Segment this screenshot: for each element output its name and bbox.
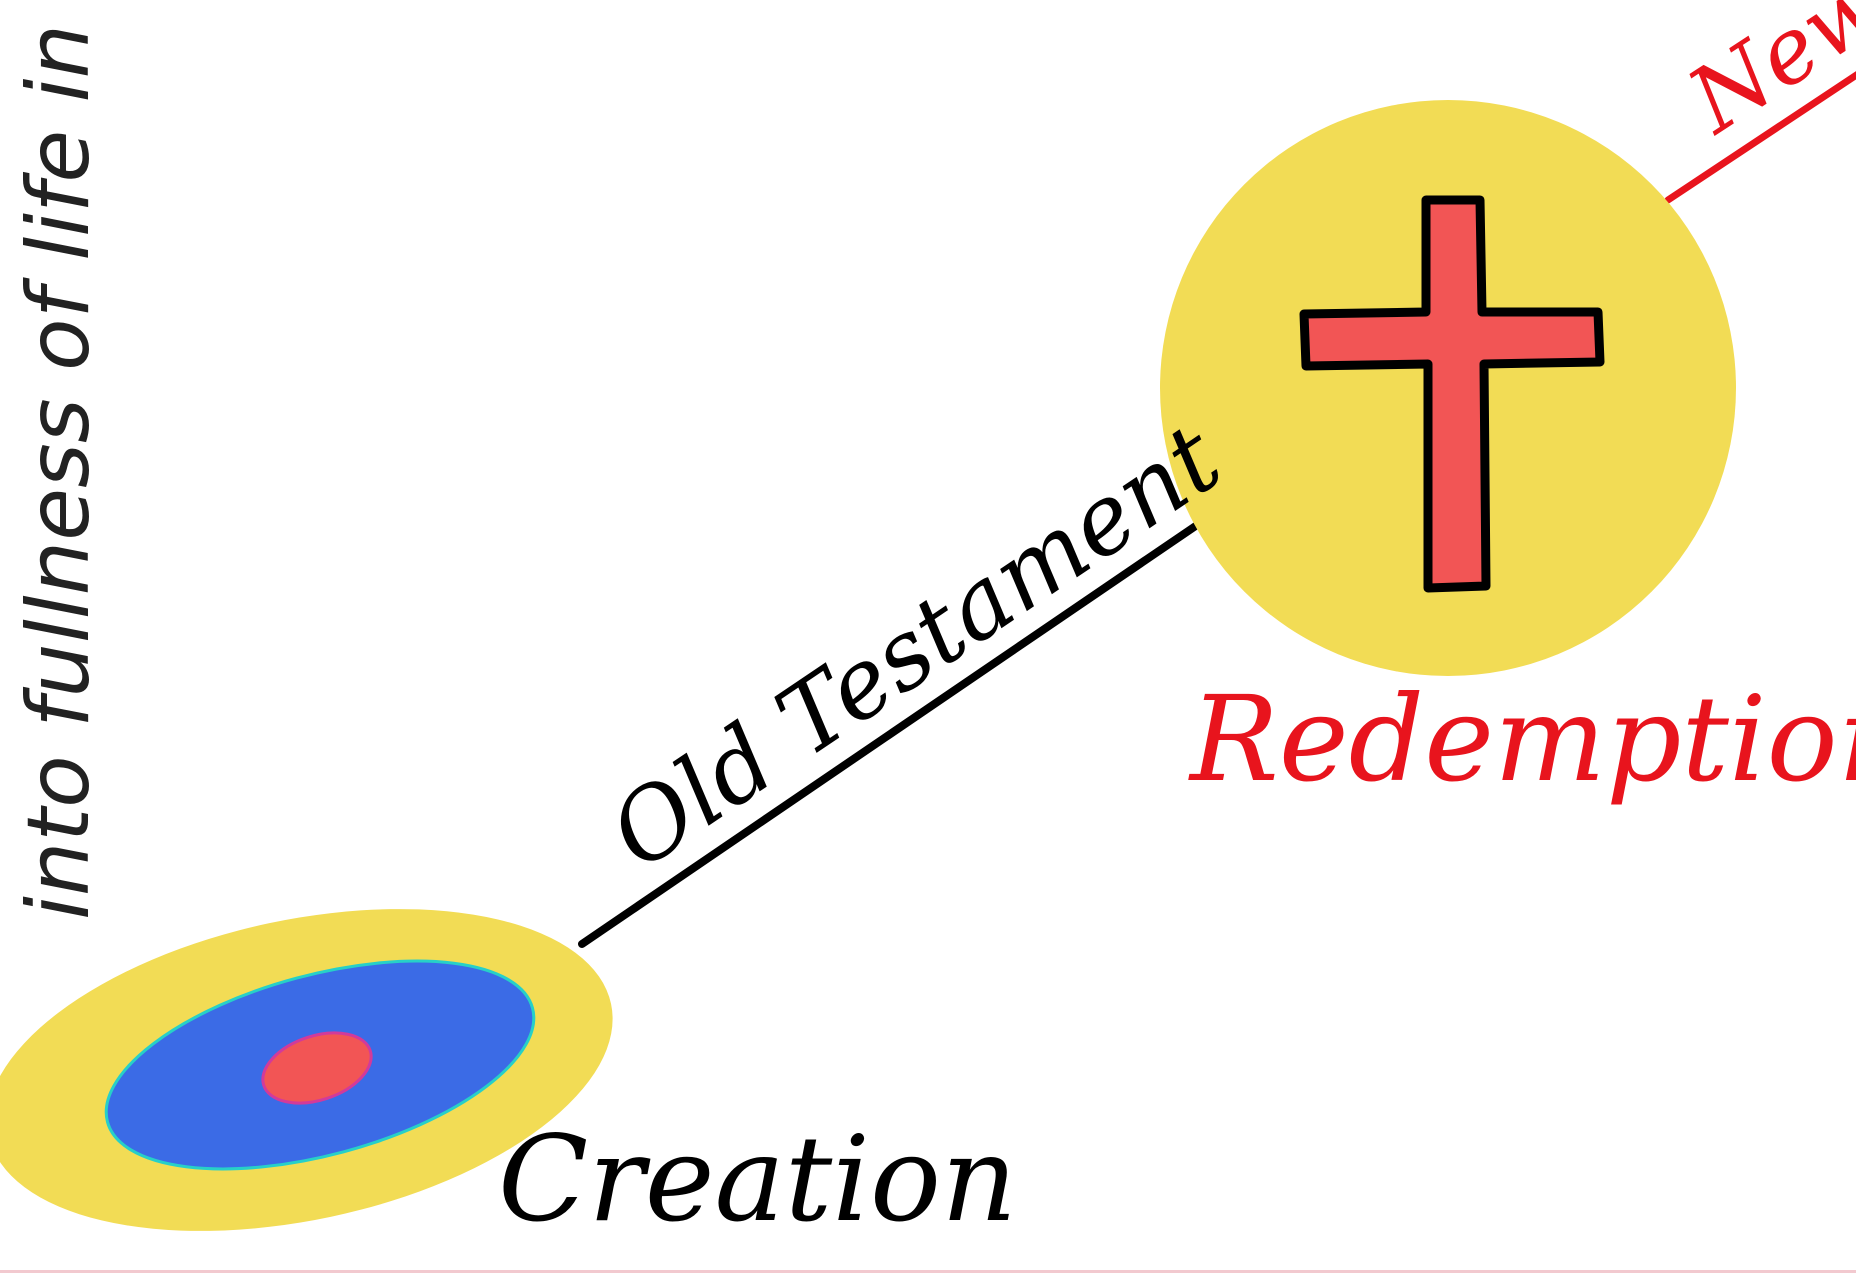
old-testament-label: Old Testament bbox=[590, 402, 1240, 891]
new-testament-label: New bbox=[1669, 0, 1856, 155]
redemption-icon bbox=[1160, 100, 1736, 676]
old-testament-line bbox=[578, 519, 1204, 948]
bottom-rule bbox=[0, 1270, 1856, 1273]
creation-core bbox=[261, 1031, 373, 1105]
side-text: into fullness of life in Go bbox=[9, 0, 109, 920]
creation-label: Creation bbox=[498, 1110, 1017, 1248]
creation-icon bbox=[0, 909, 613, 1231]
cross-icon bbox=[1299, 195, 1605, 593]
redemption-label: Redemption bbox=[1188, 670, 1856, 808]
new-testament-line bbox=[1664, 71, 1856, 204]
